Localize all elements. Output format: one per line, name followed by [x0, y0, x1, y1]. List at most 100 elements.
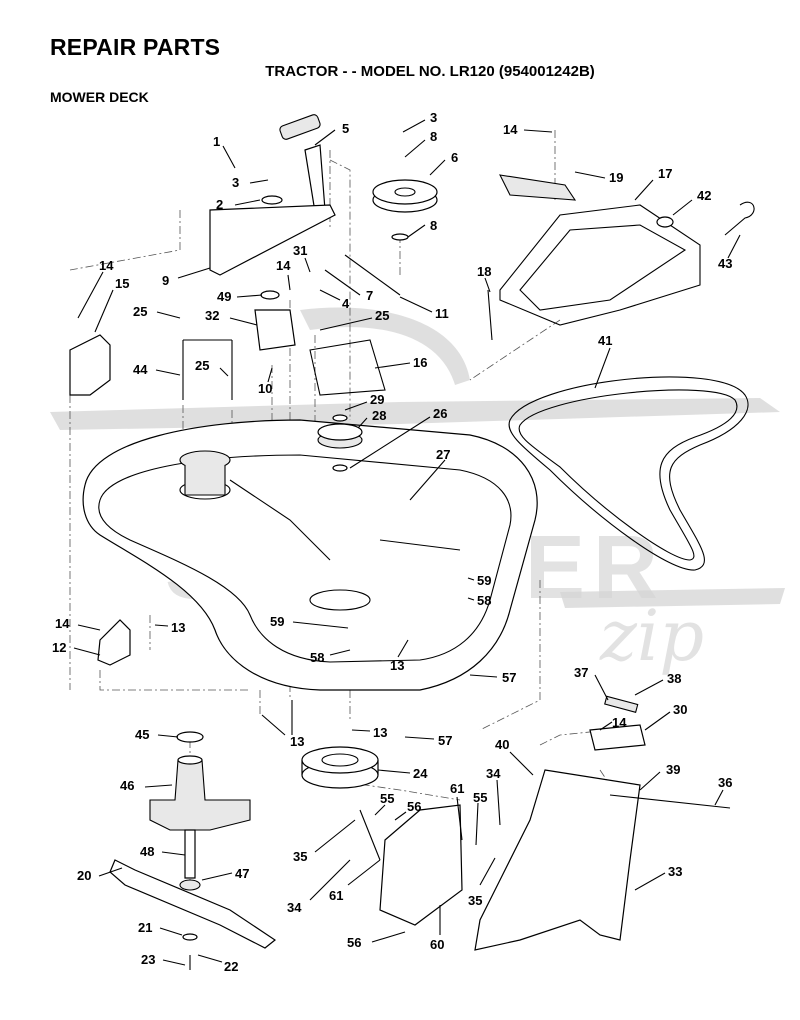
callout-c44: 44 [133, 362, 148, 377]
mower-blade [109, 859, 277, 949]
callout-c22: 22 [224, 959, 238, 974]
callout-c31: 31 [293, 243, 307, 258]
callout-c48: 48 [140, 844, 154, 859]
center-bracket [254, 309, 296, 351]
callout-c28: 28 [372, 408, 386, 423]
callout-c29: 29 [370, 392, 384, 407]
callout-c59b: 59 [270, 614, 284, 629]
callout-c17: 17 [658, 166, 672, 181]
callout-c12: 12 [52, 640, 66, 655]
callout-c16: 16 [413, 355, 427, 370]
lift-bracket [499, 204, 701, 326]
rod-11 [344, 254, 401, 296]
callout-c45: 45 [135, 727, 149, 742]
callout-c25a: 25 [133, 304, 147, 319]
section-heading: MOWER DECK [50, 89, 149, 105]
chute-bracket-30 [589, 724, 646, 751]
callout-c55b: 55 [473, 790, 487, 805]
washer-2 [261, 195, 283, 205]
model-subtitle: TRACTOR - - MODEL NO. LR120 (954001242B) [265, 63, 595, 80]
callout-c34a: 34 [486, 766, 501, 781]
idler-pulley [372, 179, 438, 213]
pin-18 [487, 289, 493, 341]
idler-bracket [209, 204, 336, 276]
callout-c14a: 14 [503, 122, 518, 137]
chute-spring-37 [604, 695, 639, 713]
idler-arm [304, 144, 326, 213]
callout-c7: 7 [366, 288, 373, 303]
callout-c61a: 61 [450, 781, 464, 796]
callout-c18: 18 [477, 264, 491, 279]
callout-c27: 27 [436, 447, 450, 462]
callout-c14d: 14 [55, 616, 70, 631]
callout-c8a: 8 [430, 129, 437, 144]
callout-c60: 60 [430, 937, 444, 952]
callout-c57a: 57 [502, 670, 516, 685]
callout-c1: 1 [213, 134, 220, 149]
callout-c61b: 61 [329, 888, 343, 903]
callout-c4: 4 [342, 296, 350, 311]
callout-c13c: 13 [290, 734, 304, 749]
callout-c25c: 25 [195, 358, 209, 373]
bracket-rod [499, 174, 577, 201]
washer-8 [391, 233, 409, 241]
callout-c40: 40 [495, 737, 509, 752]
callout-c58b: 58 [310, 650, 324, 665]
callout-c39: 39 [666, 762, 680, 777]
callout-c5: 5 [342, 121, 349, 136]
idler-pulley-28 [317, 414, 363, 472]
callout-c15: 15 [115, 276, 129, 291]
callout-c56b: 56 [347, 935, 361, 950]
callout-c14c: 14 [99, 258, 114, 273]
callout-c36: 36 [718, 775, 732, 790]
callout-c43: 43 [718, 256, 732, 271]
callout-c42: 42 [697, 188, 711, 203]
callout-c59a: 59 [477, 573, 491, 588]
callout-c37: 37 [574, 665, 588, 680]
callout-c11: 11 [435, 306, 449, 321]
callout-c32: 32 [205, 308, 219, 323]
callout-c13b: 13 [390, 658, 404, 673]
front-hanger-right [97, 619, 131, 666]
spindle-assembly [149, 731, 251, 891]
callout-c9: 9 [162, 273, 169, 288]
callout-c26: 26 [433, 406, 447, 421]
callout-c34b: 34 [287, 900, 302, 915]
callout-c35b: 35 [468, 893, 482, 908]
front-link [182, 339, 233, 400]
callout-c57b: 57 [438, 733, 452, 748]
callout-c8b: 8 [430, 218, 437, 233]
callout-c25b: 25 [375, 308, 389, 323]
callout-c33: 33 [668, 864, 682, 879]
grass-chute [474, 769, 641, 951]
callout-c23: 23 [141, 952, 155, 967]
washer-49 [260, 290, 280, 300]
callout-c35a: 35 [293, 849, 307, 864]
callout-c58a: 58 [477, 593, 491, 608]
callout-c55a: 55 [380, 791, 394, 806]
drive-belt [508, 376, 749, 571]
discharge-shield [379, 804, 463, 926]
callout-c14b: 14 [276, 258, 291, 273]
callout-c47: 47 [235, 866, 249, 881]
spindle-housing-24 [301, 746, 379, 789]
link-34 [359, 809, 381, 861]
callout-c10: 10 [258, 381, 272, 396]
callout-c6: 6 [451, 150, 458, 165]
callout-c13a: 13 [171, 620, 185, 635]
callout-c3a: 3 [430, 110, 437, 125]
callout-c19: 19 [609, 170, 623, 185]
callout-c49: 49 [217, 289, 231, 304]
deck-spindle-pulley [179, 450, 231, 496]
hairpin-43 [724, 201, 755, 236]
callout-c13d: 13 [373, 725, 387, 740]
washer-42 [656, 216, 674, 228]
callout-c21: 21 [138, 920, 152, 935]
callout-c41: 41 [598, 333, 612, 348]
callout-c20: 20 [77, 868, 91, 883]
front-hanger-left [69, 334, 111, 396]
callout-c14e: 14 [612, 715, 627, 730]
part-callouts: 1 5 3 8 6 14 19 17 42 3 2 8 31 14 9 7 43… [52, 110, 741, 974]
